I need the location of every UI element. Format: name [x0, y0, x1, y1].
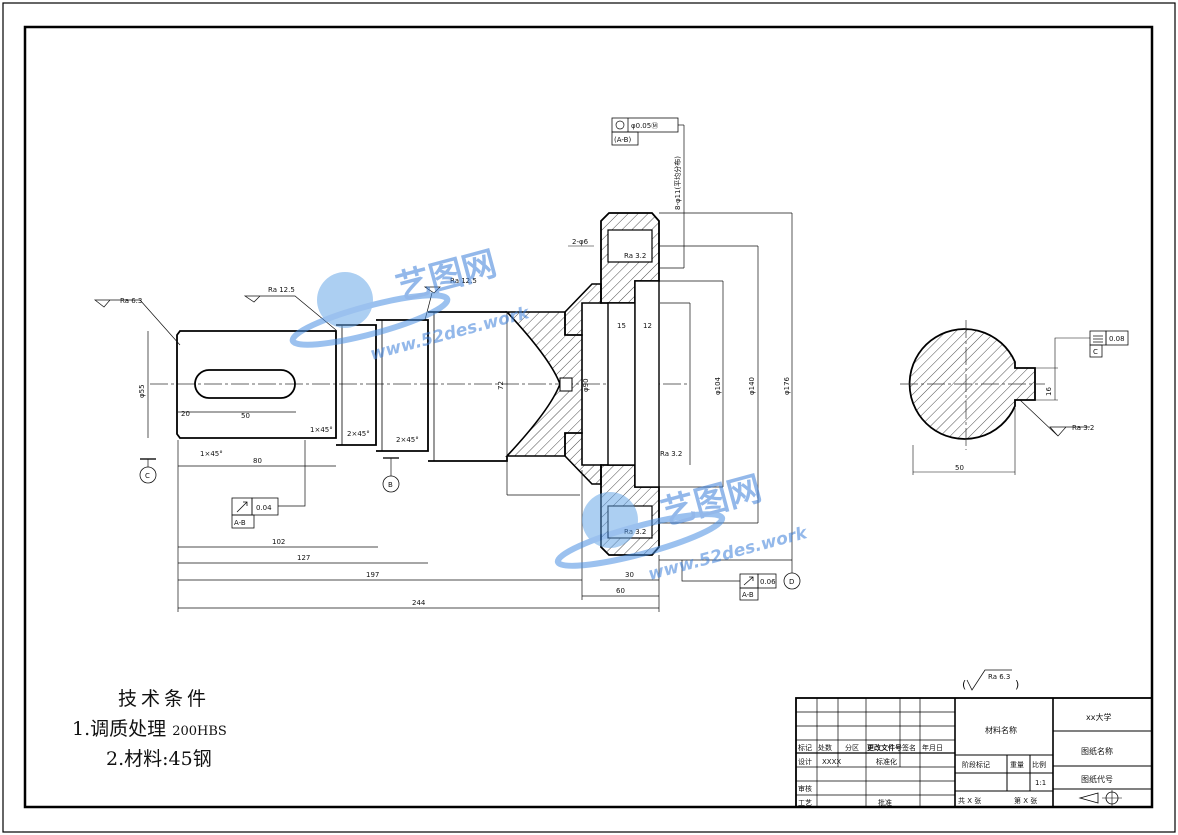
- tb-count: 处数: [818, 743, 832, 752]
- ra-symbol-2: Ra 12.5: [450, 277, 477, 285]
- runout-frame-1: 0.04 A-B: [231, 440, 306, 529]
- tb-drawing-code: 图纸代号: [1081, 774, 1113, 784]
- dim-102: 102: [272, 538, 285, 546]
- chamfer-2x45-b: 2×45°: [396, 436, 419, 444]
- dim-phi55: φ55: [138, 384, 146, 398]
- dim-30: 30: [625, 571, 634, 579]
- tb-stage-mark: 阶段标记: [962, 760, 990, 769]
- tb-university: xx大学: [1086, 712, 1111, 722]
- runout-1-value: 0.04: [256, 504, 272, 512]
- dimension-lines: [147, 125, 793, 612]
- global-roughness: Ra 6.3 ( ): [962, 669, 1019, 691]
- dim-60: 60: [616, 587, 625, 595]
- runout-2-value: 0.06: [760, 578, 776, 586]
- dim-80: 80: [253, 457, 262, 465]
- ra-leader-left: [93, 299, 181, 346]
- flatness-value: 0.08: [1109, 335, 1125, 343]
- datum-b-label: B: [388, 481, 393, 489]
- watermark-brand-2: 艺图网: [657, 469, 766, 534]
- flange-section: [505, 212, 660, 556]
- ra-symbol-mid: Ra 3.2: [660, 450, 682, 458]
- ra-symbol-left: Ra 6.3: [120, 297, 142, 305]
- dim-72: 72: [497, 381, 505, 390]
- dim-phi140: φ140: [748, 377, 756, 395]
- watermark-1: 艺图网 www.52des.work: [289, 244, 533, 365]
- tb-mark: 标记: [798, 743, 812, 752]
- tb-drawing-name: 图纸名称: [1081, 746, 1113, 756]
- tb-approve: 批准: [878, 798, 892, 807]
- datum-c-label: C: [145, 472, 150, 480]
- dim-phi104: φ104: [714, 376, 722, 395]
- title-block: [795, 697, 1153, 808]
- position-tol-value: φ0.05Ⓜ: [631, 122, 658, 130]
- tb-sheets-total: 共 X 张: [958, 796, 981, 805]
- dim-12: 12: [643, 322, 652, 330]
- dim-197: 197: [366, 571, 379, 579]
- holes-note: 8-φ11(平均分布): [673, 156, 682, 210]
- tb-standardize: 标准化: [876, 757, 897, 766]
- tb-scale: 1:1: [1035, 779, 1046, 787]
- tech-requirements-title: 技术条件: [118, 688, 211, 710]
- ra-symbol-top: Ra 3.2: [624, 252, 646, 260]
- chamfer-1x45-a: 1×45°: [310, 426, 333, 434]
- dim-15: 15: [617, 322, 626, 330]
- tb-change-doc: 更改文件号: [867, 743, 902, 752]
- tb-date: 年月日: [922, 743, 943, 752]
- dim-phi90: φ90: [582, 378, 590, 392]
- datum-d: D: [783, 560, 801, 590]
- keyway-section: 50 16 0.08 C: [900, 320, 1129, 475]
- tech-requirement-1-text: 1.调质处理: [72, 718, 167, 740]
- tb-signature: 签名: [902, 743, 916, 752]
- tech-requirement-1: 1.调质处理 200HBS: [72, 714, 227, 741]
- runout-frame-2: 0.06 A-B: [681, 560, 777, 601]
- tb-zone: 分区: [845, 743, 859, 752]
- tb-material: 材料名称: [985, 725, 1017, 735]
- chamfer-2x45-a: 2×45°: [347, 430, 370, 438]
- svg-text:): ): [1015, 678, 1019, 691]
- runout-1-ref: A-B: [234, 519, 246, 527]
- dim-50: 50: [241, 412, 250, 420]
- dim-20: 20: [181, 410, 190, 418]
- tb-weight: 重量: [1010, 761, 1024, 769]
- tb-scale-label: 比例: [1032, 760, 1046, 769]
- tech-requirement-2: 2.材料:45钢: [106, 748, 212, 770]
- inner-frame: [23, 25, 1154, 809]
- tb-sheet-no: 第 X 张: [1014, 796, 1037, 805]
- datum-d-label: D: [789, 578, 794, 586]
- flatness-ref: C: [1093, 348, 1098, 356]
- dim-127: 127: [297, 554, 310, 562]
- chamfer-note: 2-φ6: [572, 238, 589, 246]
- section-depth: 16: [1045, 387, 1053, 396]
- svg-text:(: (: [962, 678, 966, 691]
- tech-requirement-1-value: 200HBS: [172, 724, 227, 739]
- datum-c: C: [139, 458, 157, 484]
- tb-designer: XXXX: [822, 758, 841, 766]
- dim-phi176: φ176: [783, 376, 791, 395]
- chamfer-1x45-b: 1×45°: [200, 450, 223, 458]
- tb-design: 设计: [798, 757, 812, 766]
- watermark-2: 艺图网 www.52des.work: [554, 469, 811, 585]
- tb-process: 工艺: [798, 799, 812, 807]
- global-ra: Ra 6.3: [988, 673, 1010, 681]
- datum-b: B: [382, 457, 400, 493]
- ra-symbol-section: Ra 3.2: [1072, 424, 1094, 432]
- runout-2-ref: A-B: [742, 591, 754, 599]
- position-tolerance: φ0.05Ⓜ (A-B): [611, 117, 684, 146]
- dim-244: 244: [412, 599, 426, 607]
- position-tol-ref: (A-B): [614, 136, 631, 144]
- section-width: 50: [955, 464, 964, 472]
- tb-check: 审核: [798, 784, 812, 793]
- ra-leader-section: [1019, 399, 1090, 437]
- ra-symbol-1: Ra 12.5: [268, 286, 295, 294]
